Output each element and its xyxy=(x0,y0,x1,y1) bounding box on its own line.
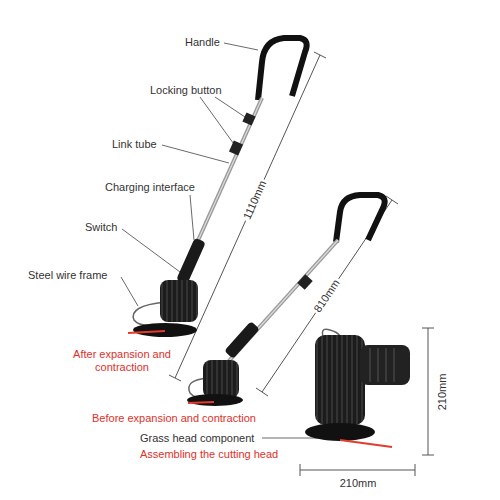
state-caption: Assembling the cutting head xyxy=(140,448,278,461)
part-label: Grass head component xyxy=(140,432,254,445)
part-label: Handle xyxy=(185,36,220,49)
dimension-label: 210mm xyxy=(338,477,379,490)
part-label: Switch xyxy=(85,221,117,234)
grass-head-closeup xyxy=(305,329,410,447)
part-label: Charging interface xyxy=(105,181,195,194)
dimension-label: 210mm xyxy=(436,372,449,413)
dimension-label: 1110mm xyxy=(240,177,270,224)
part-label: Steel wire frame xyxy=(28,269,107,282)
dimension-label: 810mm xyxy=(310,276,344,317)
part-label: Link tube xyxy=(112,138,157,151)
state-caption: After expansion and contraction xyxy=(62,348,182,374)
leader-lines xyxy=(121,43,318,438)
part-label: Locking button xyxy=(150,84,222,97)
state-caption: Before expansion and contraction xyxy=(92,412,256,425)
